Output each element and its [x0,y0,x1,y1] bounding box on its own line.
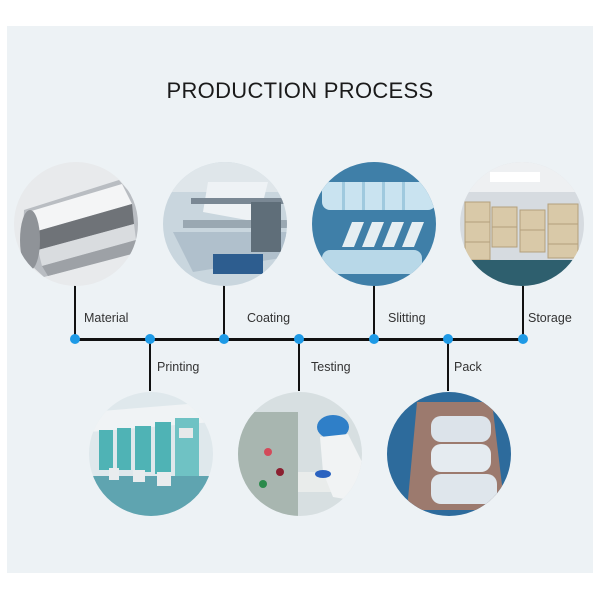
timeline-dot-testing [294,334,304,344]
stem-slitting [373,283,375,339]
printing-machine-image [89,392,213,516]
lab-technician-testing-image [238,392,362,516]
warehouse-storage-image [460,162,584,286]
timeline-dot-pack [443,334,453,344]
aluminum-foil-roll-image [14,162,138,286]
timeline-dot-printing [145,334,155,344]
step-label-printing: Printing [157,360,200,374]
stem-testing [298,339,300,391]
step-label-coating: Coating [247,311,291,325]
step-label-storage: Storage [528,311,572,325]
stem-material [74,283,76,339]
coating-machine-image [163,162,287,286]
step-label-material: Material [84,311,129,325]
timeline-dot-material [70,334,80,344]
packed-rolls-crate-image [387,392,511,516]
timeline-dot-coating [219,334,229,344]
timeline-dot-slitting [369,334,379,344]
diagram-title: PRODUCTION PROCESS [166,78,434,103]
stem-pack [447,339,449,391]
step-label-pack: Pack [454,360,482,374]
slitting-machine-image [312,162,436,286]
stem-coating [223,283,225,339]
step-label-testing: Testing [311,360,351,374]
stem-printing [149,339,151,391]
step-label-slitting: Slitting [388,311,426,325]
stem-storage [522,283,524,339]
timeline-dot-storage [518,334,528,344]
